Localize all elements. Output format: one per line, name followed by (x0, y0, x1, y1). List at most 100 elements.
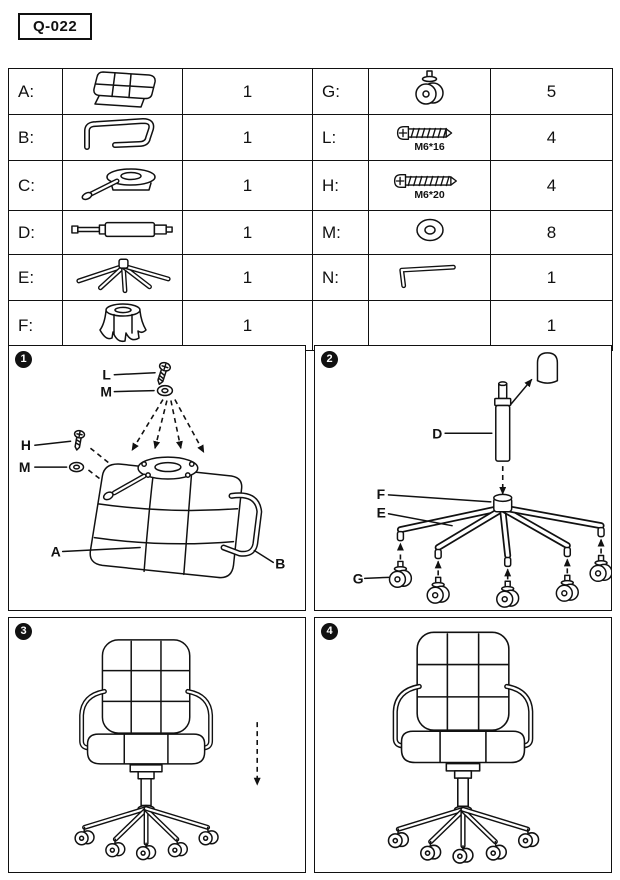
label-H: H (21, 437, 31, 453)
screw-size-label: M6*16 (414, 141, 445, 153)
step-2-diagram: D F E (353, 352, 611, 608)
caster-icon (589, 554, 611, 583)
label-B: B (275, 555, 285, 571)
part-letter: N: (312, 254, 369, 301)
screw-m6x16-icon (396, 126, 452, 140)
cap-icon (536, 352, 559, 384)
gas-lift-icon (494, 381, 512, 462)
label-F: F (377, 486, 386, 502)
table-row: F: 1 1 (8, 300, 613, 351)
boot-cover-icon (98, 303, 147, 343)
caster-icon (414, 70, 444, 105)
caster-icon (420, 840, 442, 861)
caster-icon (135, 842, 157, 861)
table-row: B: 1 L: M6*16 (8, 114, 613, 161)
label-E: E (377, 505, 386, 521)
label-M-side: M (19, 459, 31, 475)
step-2-panel: 2 (314, 345, 612, 611)
part-letter: M: (312, 210, 369, 255)
table-row: E: 1 N: 1 (8, 254, 613, 301)
caster-icon (517, 828, 540, 849)
parts-table: A: 1 G: 5 B: (8, 68, 613, 351)
office-chair-figure (387, 631, 540, 864)
part-icon-cell (62, 300, 183, 351)
part-qty: 1 (182, 114, 313, 161)
part-letter: H: (312, 160, 369, 211)
seat-underside (89, 463, 243, 579)
office-chair-figure (74, 639, 219, 861)
step-1-panel: 1 L M (8, 345, 306, 611)
step-1-diagram: L M H (19, 361, 285, 579)
chair-back-icon (92, 71, 156, 108)
part-icon-cell (368, 68, 491, 115)
washer-icon (68, 461, 85, 473)
caster-icon (496, 580, 520, 608)
label-M: M (100, 384, 112, 400)
caster-icon (388, 560, 413, 589)
part-icon-cell (62, 254, 183, 301)
model-number-box: Q-022 (18, 13, 93, 40)
label-G: G (353, 570, 364, 586)
part-letter: B: (8, 114, 63, 161)
label-D: D (432, 425, 442, 441)
five-star-base (396, 493, 605, 568)
model-number: Q-022 (33, 18, 78, 35)
screw-icon (157, 361, 172, 385)
allen-key-icon (398, 264, 456, 289)
caster-icon (198, 826, 219, 846)
mechanism-icon (102, 456, 199, 501)
part-letter: G: (312, 68, 369, 115)
part-qty: 1 (490, 300, 613, 351)
table-row: A: 1 G: 5 (8, 68, 613, 115)
caster-icon (74, 826, 95, 846)
part-icon-cell (368, 254, 491, 301)
label-A: A (51, 543, 61, 559)
washer-icon (415, 218, 444, 242)
step-3-panel: 3 (8, 617, 306, 873)
part-letter: F: (8, 300, 63, 351)
part-qty: 1 (182, 210, 313, 255)
part-icon-cell: M6*16 (368, 114, 491, 161)
part-letter: D: (8, 210, 63, 255)
part-qty: 1 (182, 300, 313, 351)
caster-icon (426, 576, 450, 604)
part-qty: 1 (182, 160, 313, 211)
step-4-diagram (387, 631, 540, 864)
part-icon-cell: M6*20 (368, 160, 491, 211)
part-qty: 1 (490, 254, 613, 301)
caster-icon (167, 838, 189, 858)
part-icon-cell (62, 210, 183, 255)
table-row: C: 1 H: (8, 160, 613, 211)
part-qty: 1 (182, 254, 313, 301)
part-letter: E: (8, 254, 63, 301)
step-4-badge: 4 (321, 623, 338, 640)
part-qty: 8 (490, 210, 613, 255)
part-icon-cell (368, 210, 491, 255)
table-row: D: 1 M: 8 (8, 210, 613, 255)
part-icon-cell (368, 300, 491, 351)
part-icon-cell (62, 68, 183, 115)
part-letter: C: (8, 160, 63, 211)
caster-icon (555, 574, 579, 602)
part-icon-cell (62, 160, 183, 211)
part-letter (312, 300, 369, 351)
five-star-base-icon (75, 258, 171, 294)
step-4-panel: 4 (314, 617, 612, 873)
part-qty: 1 (182, 68, 313, 115)
part-letter: L: (312, 114, 369, 161)
step-3-badge: 3 (15, 623, 32, 640)
screw-size-label: M6*20 (414, 189, 445, 201)
part-letter: A: (8, 68, 63, 115)
washer-icon (156, 384, 174, 397)
armrest-icon (83, 118, 154, 150)
caster-icon (485, 840, 508, 861)
step-3-diagram (74, 639, 261, 861)
screw-m6x20-icon (393, 173, 457, 189)
gas-lift-icon (70, 221, 173, 238)
mechanism-icon (81, 168, 156, 201)
caster-icon (105, 838, 126, 858)
part-qty: 4 (490, 160, 613, 211)
step-2-badge: 2 (321, 351, 338, 368)
caster-icon (387, 828, 410, 849)
step-1-badge: 1 (15, 351, 32, 368)
